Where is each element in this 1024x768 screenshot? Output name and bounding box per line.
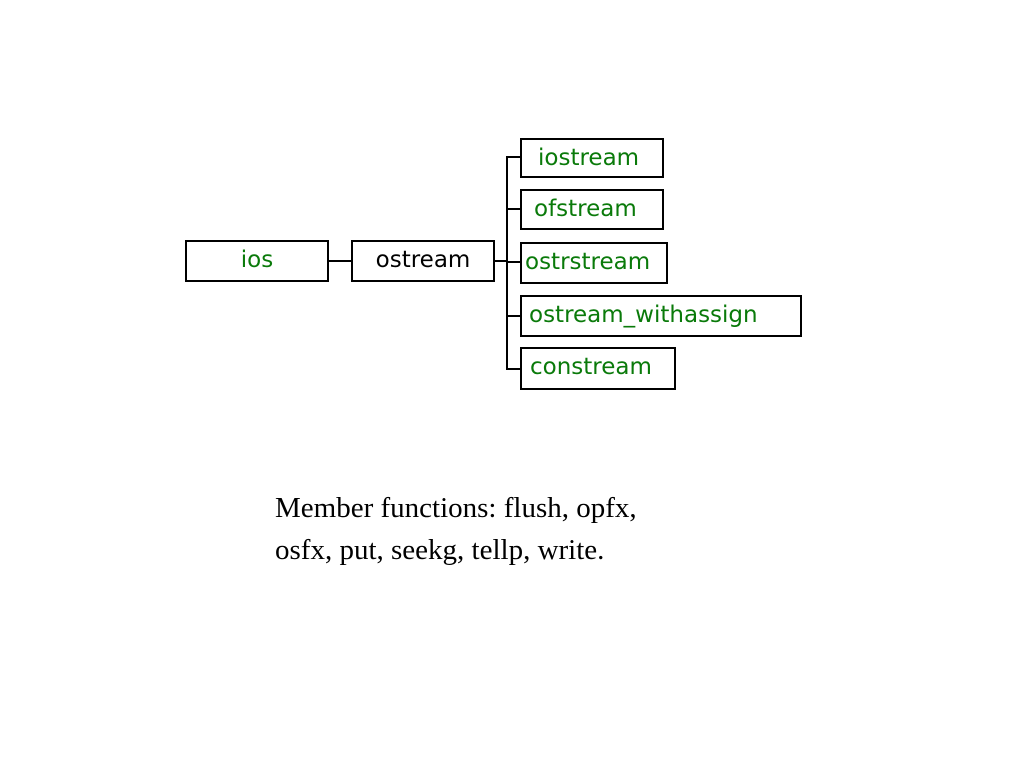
caption-line-2: osfx, put, seekg, tellp, write.: [275, 534, 605, 566]
connector-branch-ofstream: [506, 208, 521, 210]
member-functions-caption: Member functions: flush, opfx, osfx, put…: [275, 487, 795, 571]
node-iostream: iostream: [520, 138, 664, 178]
node-ofstream: ofstream: [520, 189, 664, 230]
node-ios: ios: [185, 240, 329, 282]
node-constream: constream: [520, 347, 676, 390]
connector-branch-constream: [506, 368, 521, 370]
node-ostream: ostream: [351, 240, 495, 282]
connector-trunk-vertical: [506, 156, 508, 370]
connector-branch-iostream: [506, 156, 521, 158]
node-ostream-withassign: ostream_withassign: [520, 295, 802, 337]
connector-branch-ostream-withassign: [506, 315, 521, 317]
node-ostrstream: ostrstream: [520, 242, 668, 284]
connector-branch-ostrstream: [506, 261, 521, 263]
caption-line-1: Member functions: flush, opfx,: [275, 492, 637, 524]
connector-ostream-trunk: [495, 260, 507, 262]
connector-ios-ostream: [329, 260, 352, 262]
